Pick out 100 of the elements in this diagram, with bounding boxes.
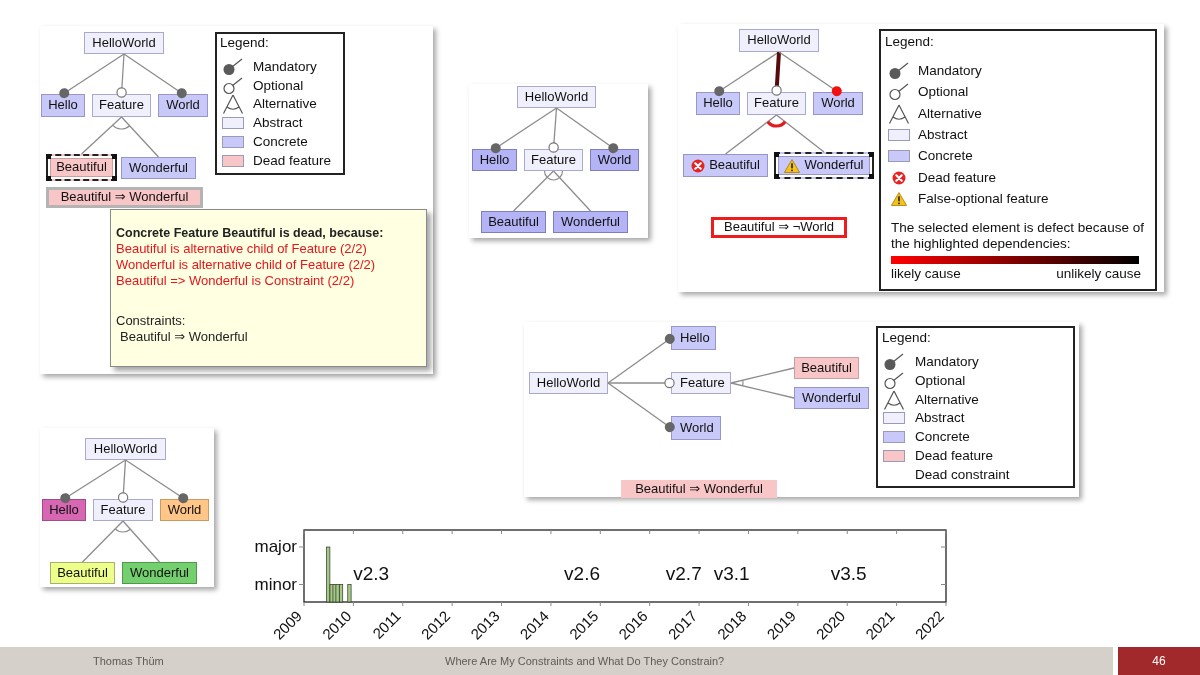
feature-name: HelloWorld — [92, 35, 156, 51]
scale-label: likely cause — [891, 266, 961, 282]
legend-label: Optional — [915, 372, 966, 389]
concrete-feature-box — [472, 149, 517, 171]
axis-label: major — [254, 537, 297, 557]
tree-edge — [552, 170, 592, 212]
legend-label: Abstract — [915, 410, 965, 427]
tree-edge — [714, 51, 780, 97]
legend-label: Dead feature — [915, 448, 994, 464]
feature-box — [160, 499, 209, 521]
feature-name: Feature — [680, 375, 725, 391]
constraint-formula: Beautiful ⇒ Wonderful — [119, 329, 249, 345]
version-label: v3.1 — [713, 563, 750, 584]
tree-edge — [116, 53, 127, 98]
legend-note: The selected element is defect because of the highlighted dependencies: — [891, 220, 1145, 252]
legend-label: Abstract — [918, 126, 968, 143]
abstract-feature-box — [85, 438, 166, 460]
author-name: Thomas Thüm — [93, 654, 164, 668]
version-label: v2.7 — [665, 563, 702, 584]
abstract-feature-box — [671, 372, 731, 394]
tree-edge — [122, 520, 161, 563]
tree-edge — [607, 382, 675, 433]
explanation-line: Beautiful is alternative child of Feature (2/2) — [116, 241, 368, 257]
concrete-feature-box — [121, 157, 196, 179]
constraint-box — [621, 480, 777, 498]
legend-label: Concrete — [253, 133, 308, 150]
legend-label: Optional — [918, 84, 969, 101]
feature-name: Feature — [754, 96, 799, 111]
legend-heading: Legend: — [882, 330, 931, 346]
feature-name: HelloWorld — [93, 441, 158, 457]
legend-label: Dead feature — [253, 152, 332, 169]
concrete-feature-box — [671, 416, 721, 440]
abstract-feature-box — [92, 94, 151, 117]
feature-name: World — [821, 96, 855, 111]
legend-label: Mandatory — [915, 354, 979, 370]
legend-heading: Legend: — [885, 34, 934, 50]
feature-name: Hello — [49, 502, 79, 518]
dead-feature-box — [794, 357, 859, 379]
tree-edge — [778, 51, 842, 97]
legend-label: Optional — [253, 77, 304, 94]
feature-name: Wonderful — [129, 160, 188, 176]
feature-name: Wonderful — [130, 565, 189, 581]
legend-label: Alternative — [918, 105, 982, 122]
concrete-feature-box — [671, 326, 716, 350]
feature-name: Hello — [479, 152, 510, 168]
tree-edge — [607, 333, 675, 384]
feature-name: World — [680, 420, 714, 436]
feature-box — [50, 562, 115, 584]
feature-name: HelloWorld — [536, 375, 601, 391]
legend-label: Abstract — [253, 115, 303, 132]
tree-edge — [730, 367, 795, 384]
feature-name: World — [166, 98, 200, 113]
concrete-feature-box — [683, 154, 768, 177]
legend-label: Mandatory — [253, 58, 317, 75]
tree-edge — [771, 51, 782, 96]
constraint-formula: Beautiful ⇒ Wonderful — [60, 190, 189, 205]
abstract-feature-box — [524, 149, 583, 171]
feature-name: Beautiful — [57, 565, 108, 581]
feature-name: Feature — [100, 502, 146, 518]
legend-label: Alternative — [915, 391, 979, 408]
feature-name: Hello — [48, 98, 78, 113]
feature-name: World — [597, 152, 632, 168]
concrete-feature-box — [158, 94, 208, 117]
tree-edge — [123, 53, 187, 99]
feature-name: Beautiful — [488, 214, 539, 230]
tree-edge — [607, 377, 675, 389]
feature-name: Wonderful — [804, 158, 864, 173]
tooltip-panel — [110, 209, 427, 367]
concrete-feature-box — [481, 211, 546, 233]
legend-heading: Legend: — [220, 35, 269, 51]
feature-name: Feature — [531, 152, 576, 168]
feature-name: Wonderful — [802, 390, 861, 406]
tree-edge — [724, 114, 778, 155]
tree-edge — [548, 107, 559, 153]
concrete-feature-box — [590, 149, 639, 171]
tree-edge — [775, 114, 825, 153]
tooltip-heading: Concrete Feature Beautiful is dead, because: — [116, 225, 385, 241]
tree-edge — [124, 459, 189, 504]
feature-name: Beautiful — [56, 160, 107, 175]
version-label: v2.6 — [564, 563, 600, 584]
tree-edge — [120, 116, 160, 158]
abstract-feature-box — [529, 372, 608, 394]
legend-label: False-optional feature — [918, 190, 1049, 207]
feature-name: Beautiful — [709, 158, 760, 173]
legend-label: Dead feature — [918, 169, 997, 186]
feature-name: Wonderful — [561, 214, 620, 230]
tree-edge — [117, 459, 129, 503]
scale-label: unlikely cause — [1056, 266, 1141, 282]
feature-name: Feature — [99, 98, 144, 113]
abstract-feature-box — [739, 29, 819, 52]
legend-label: Dead constraint — [915, 466, 1010, 483]
feature-name: World — [167, 502, 202, 518]
explanation-line: Wonderful is alternative child of Feature (2/2) — [116, 257, 377, 273]
axis-label: minor — [254, 575, 297, 595]
abstract-feature-box — [747, 92, 806, 115]
legend-label: Alternative — [253, 96, 317, 113]
legend-label: Concrete — [918, 148, 973, 165]
slide-title: Where Are My Constraints and What Do They Constrain? — [445, 654, 725, 668]
legend-label: Concrete — [915, 429, 970, 446]
constraint-box — [711, 217, 847, 238]
